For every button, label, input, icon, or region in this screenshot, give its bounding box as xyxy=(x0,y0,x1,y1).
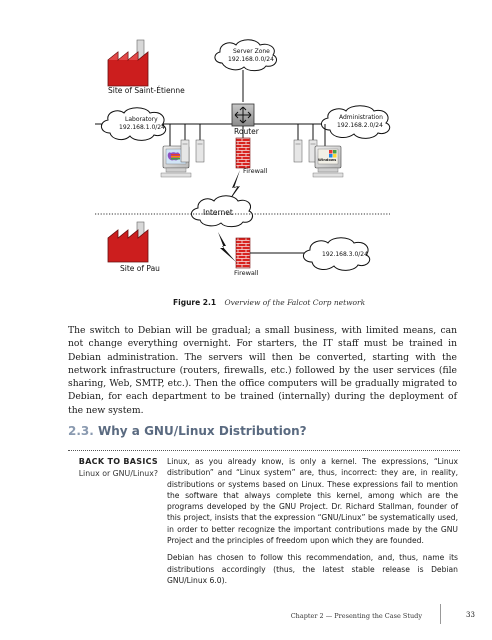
sidebar-top-rule xyxy=(68,450,460,451)
sidebar-subheading: Linux or GNU/Linux? xyxy=(78,469,158,478)
internet-cloud xyxy=(191,195,254,228)
pau-network-ip: 192.168.3.0/24 xyxy=(322,251,368,258)
body-paragraph: The switch to Debian will be gradual; a … xyxy=(68,325,457,416)
router-label: Router xyxy=(234,127,259,136)
sidebar-paragraph-2: Debian has chosen to follow this recomme… xyxy=(167,553,458,585)
section-number: 2.3. xyxy=(68,424,94,438)
factory-icon-saint-etienne xyxy=(107,39,149,87)
laboratory-cloud xyxy=(101,107,167,141)
windows-computer-icon xyxy=(312,145,344,178)
laboratory-ip: 192.168.1.0/24 xyxy=(119,124,165,131)
windows-logo-text: Windows xyxy=(318,158,337,162)
server-zone-label: Server Zone xyxy=(233,48,270,55)
section-title: Why a GNU/Linux Distribution? xyxy=(98,424,307,438)
tower-icon-left-1 xyxy=(180,139,190,163)
figure-caption-text: Overview of the Falcot Corp network xyxy=(224,298,366,307)
firewall-bottom-label: Firewall xyxy=(234,269,259,277)
footer-divider xyxy=(440,604,441,624)
sidebar-heading: BACK TO BASICS xyxy=(78,457,158,466)
laboratory-label: Laboratory xyxy=(125,116,158,123)
section-heading: 2.3. Why a GNU/Linux Distribution? xyxy=(68,424,307,438)
firewall-icon-bottom xyxy=(235,237,251,269)
firewall-top-label: Firewall xyxy=(243,167,268,175)
server-zone-ip: 192.168.0.0/24 xyxy=(228,56,274,63)
administration-ip: 192.168.2.0/24 xyxy=(337,122,383,129)
figure-caption: Figure 2.1 Overview of the Falcot Corp n… xyxy=(173,298,365,307)
administration-label: Administration xyxy=(339,114,383,121)
page-number: 33 xyxy=(466,611,475,619)
router-icon xyxy=(231,103,255,127)
sidebar-paragraph-1: Linux, as you already know, is only a ke… xyxy=(167,457,458,546)
administration-cloud xyxy=(321,105,391,139)
network-diagram xyxy=(95,39,391,271)
site-pau-label: Site of Pau xyxy=(120,264,160,273)
tower-icon-right-1 xyxy=(293,139,303,163)
lightning-bolt-icon-top xyxy=(224,170,240,208)
internet-label: Internet xyxy=(203,208,233,217)
sidebar-body: Linux, as you already know, is only a ke… xyxy=(167,456,458,592)
lightning-bolt-icon-bottom xyxy=(218,232,236,262)
footer-chapter: Chapter 2 — Presenting the Case Study xyxy=(290,612,422,620)
figure-number: Figure 2.1 xyxy=(173,298,217,307)
factory-icon-pau xyxy=(107,221,149,263)
site-saint-etienne-label: Site of Saint-Étienne xyxy=(108,86,185,95)
firewall-icon-top xyxy=(235,137,251,169)
pau-network-cloud xyxy=(303,237,371,271)
server-zone-cloud xyxy=(214,39,277,72)
tower-icon-left-2 xyxy=(195,139,205,163)
